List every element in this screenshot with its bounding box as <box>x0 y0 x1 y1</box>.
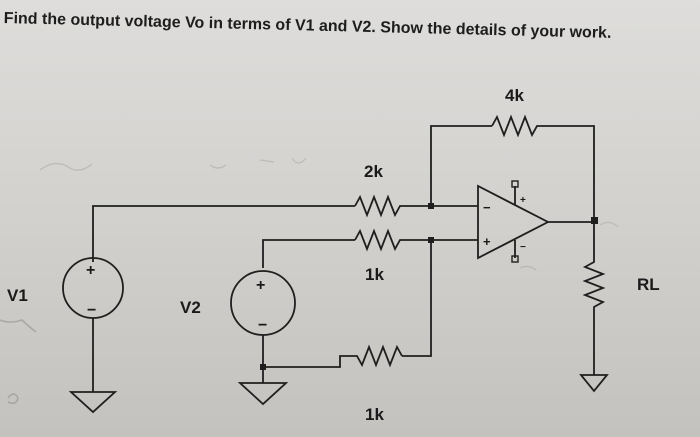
v2-plus-sign: + <box>256 277 265 294</box>
resistor-1k-bottom <box>263 344 403 368</box>
ground-rl <box>579 374 609 393</box>
opamp-plus-sign: + <box>483 234 491 249</box>
resistor-4k <box>491 114 595 218</box>
resistor-rl <box>582 222 606 375</box>
v1-plus-sign: + <box>86 262 95 279</box>
pencil-scribbles <box>0 157 619 405</box>
label-v2: V2 <box>180 298 201 317</box>
v2-minus-sign: − <box>258 317 267 334</box>
opamp-minus-sign: − <box>483 200 491 215</box>
voltage-source-v2: + − <box>230 270 296 406</box>
opamp-supply-plus: + <box>520 195 526 206</box>
wire-v2-top <box>262 239 355 268</box>
v1-minus-sign: − <box>87 302 96 319</box>
label-4k: 4k <box>505 86 524 105</box>
label-v1: V1 <box>7 286 28 305</box>
node-output <box>591 217 598 224</box>
opamp-supply-minus: − <box>520 242 526 253</box>
label-1k-mid: 1k <box>365 265 384 284</box>
wire-noninverting-down <box>402 240 432 357</box>
resistor-1k-mid <box>354 228 430 252</box>
wire-feedback-left <box>430 125 492 206</box>
label-rl: RL <box>637 275 660 294</box>
op-amp: − + + − <box>477 180 594 263</box>
voltage-source-v1: + − <box>62 257 124 414</box>
label-1k-bottom: 1k <box>365 405 384 424</box>
wire-v1-top <box>92 205 355 262</box>
resistor-2k <box>354 194 430 218</box>
label-2k: 2k <box>364 162 383 181</box>
